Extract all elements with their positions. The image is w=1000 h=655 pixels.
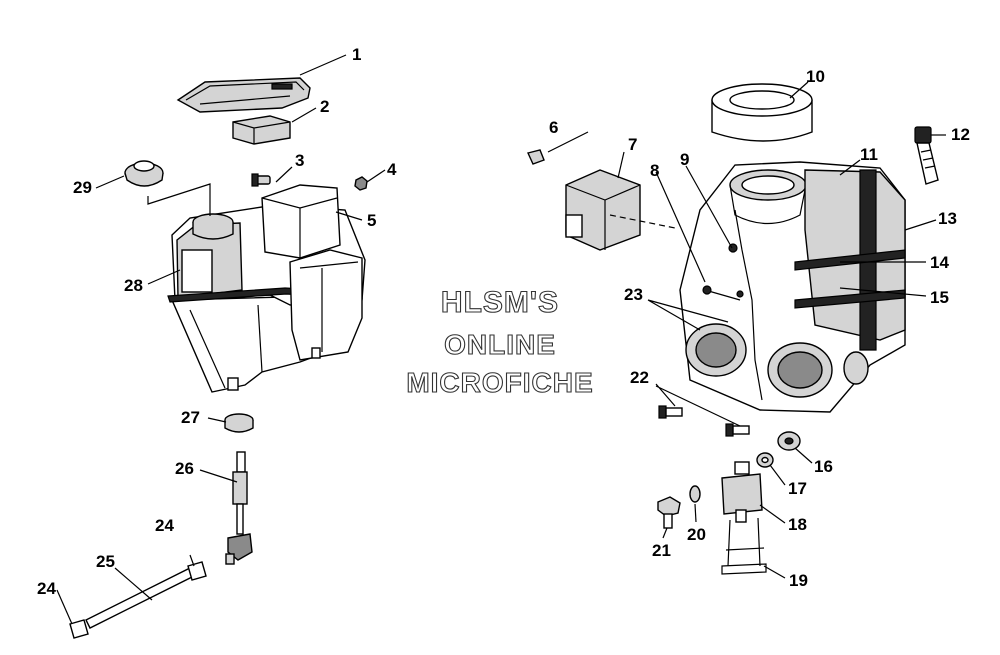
callout-18: 18	[788, 515, 807, 534]
callout-1: 1	[352, 45, 361, 64]
part-27-grommet	[224, 413, 254, 433]
part-19-strap	[721, 517, 767, 575]
callout-22: 22	[630, 368, 649, 387]
callout-29: 29	[73, 178, 92, 197]
callout-11: 11	[860, 145, 878, 164]
callout-13: 13	[938, 209, 957, 228]
callout-4: 4	[387, 160, 397, 179]
callout-21: 21	[652, 541, 671, 560]
callout-15: 15	[930, 288, 949, 307]
module-leader	[609, 214, 676, 229]
part-26-valve	[225, 451, 253, 565]
callout-17: 17	[788, 479, 807, 498]
airbox-body	[679, 161, 906, 413]
callout-9: 9	[680, 150, 689, 169]
part-12-clip	[914, 126, 939, 185]
part-22-bolt-lower	[725, 423, 750, 437]
callout-20: 20	[687, 525, 706, 544]
callout-12: 12	[951, 125, 970, 144]
callout-19: 19	[789, 571, 808, 590]
part-10-foam-ring	[711, 83, 813, 142]
callout-28: 28	[124, 276, 143, 295]
callout-3: 3	[295, 151, 304, 170]
callout-27: 27	[181, 408, 200, 427]
part-7-module	[565, 169, 641, 251]
callout-26: 26	[175, 459, 194, 478]
part-18-bracket	[721, 461, 763, 523]
callout-2: 2	[320, 97, 329, 116]
callout-6: 6	[549, 118, 558, 137]
callout-14: 14	[930, 253, 949, 272]
callout-8: 8	[650, 161, 659, 180]
part-4-nut	[354, 176, 368, 191]
part-24-clamp-upper	[187, 561, 207, 581]
callout-24-upper: 24	[155, 516, 174, 535]
callout-10: 10	[806, 67, 825, 86]
airbox-assembly	[527, 83, 939, 575]
leader-lines	[56, 54, 946, 625]
callout-24-lower: 24	[37, 579, 56, 598]
watermark: HLSM'S ONLINE MICROFICHE	[406, 285, 593, 398]
part-21-bolt	[657, 496, 681, 529]
part-20-washer	[689, 485, 701, 503]
oil-tank-assembly	[69, 77, 368, 639]
callout-7: 7	[628, 135, 637, 154]
part-17-washer	[756, 452, 774, 468]
part-25-hose	[85, 567, 195, 629]
part-2-foam-block	[232, 115, 291, 145]
watermark-line-1: HLSM'S	[441, 286, 559, 319]
part-16-grommet	[777, 431, 801, 451]
watermark-line-3: MICROFICHE	[406, 367, 593, 398]
watermark-line-2: ONLINE	[444, 329, 556, 360]
callout-16: 16	[814, 457, 833, 476]
part-28-oil-tank	[167, 184, 366, 393]
callout-labels: 1 2 3 4 5 6 7 8 9 10 11 12 13 14 15 16 1…	[37, 45, 970, 598]
part-22-bolt-upper	[658, 405, 683, 419]
callout-25: 25	[96, 552, 115, 571]
part-1-cover	[176, 77, 311, 113]
part-6-screw	[527, 149, 545, 165]
part-29-filler-cap	[124, 160, 164, 187]
part-3-screw	[251, 173, 271, 187]
part-24-clamp-lower	[69, 619, 89, 639]
callout-5: 5	[367, 211, 376, 230]
callout-23: 23	[624, 285, 643, 304]
